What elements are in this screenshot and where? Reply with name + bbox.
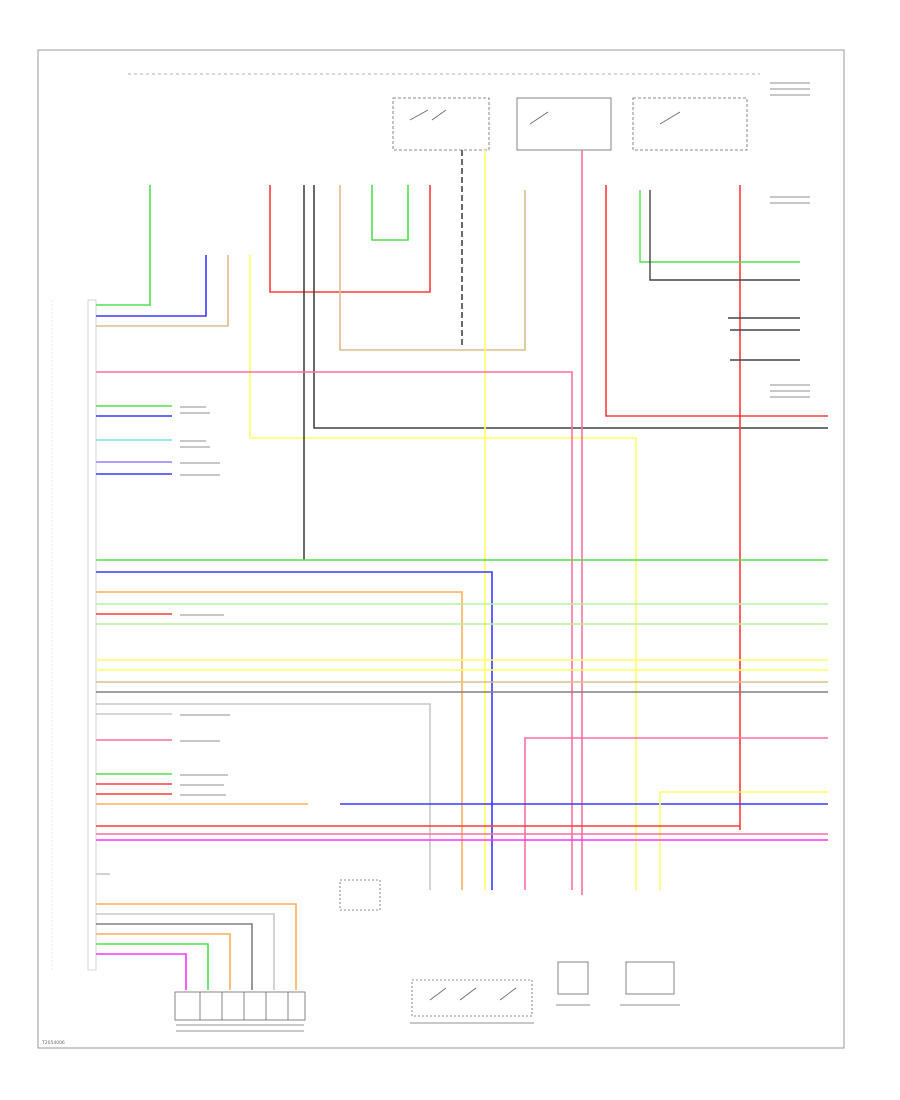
footer-code: T2054006 [41, 1040, 65, 1046]
bottom-components [174, 879, 675, 1021]
diagram-frame [37, 49, 845, 1049]
bottom-left-wires [96, 873, 297, 990]
relay-box-1 [392, 97, 748, 151]
ecm-connector [51, 299, 97, 971]
label-placeholders [176, 82, 810, 1032]
horizontal-wires [96, 371, 828, 890]
right-side-wires [639, 190, 800, 361]
